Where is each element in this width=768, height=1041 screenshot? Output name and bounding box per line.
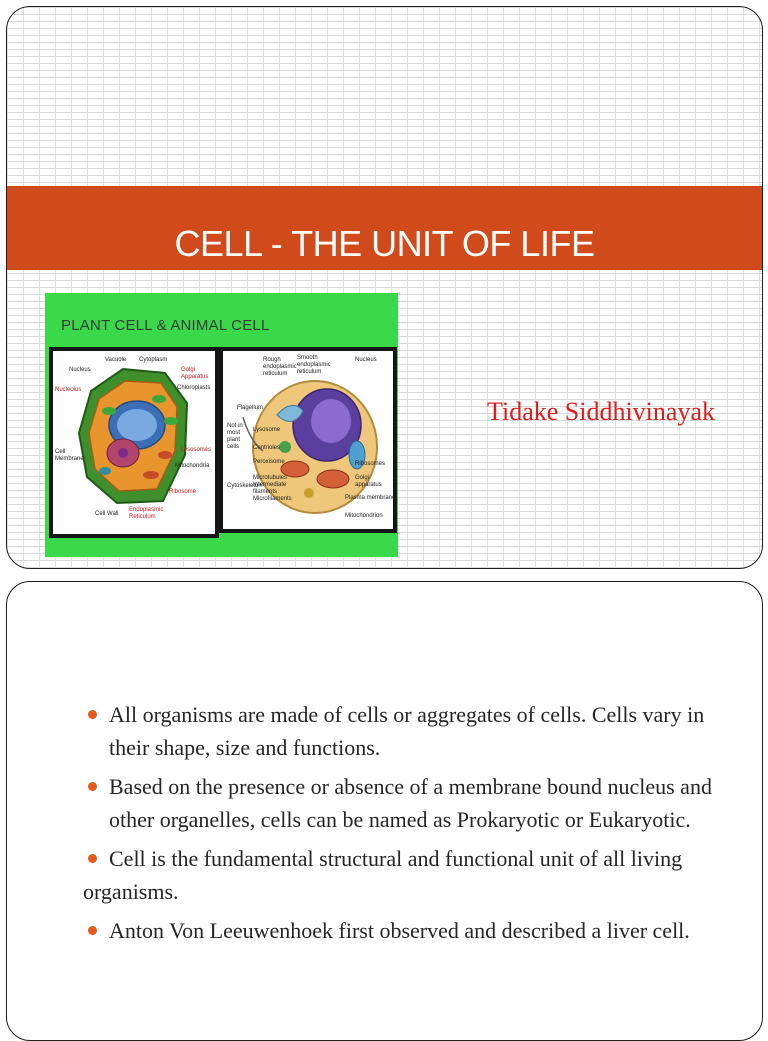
label-ribosome: Ribosome bbox=[169, 489, 197, 495]
label-filaments: Microtubules Intermediate filaments Micr… bbox=[253, 475, 292, 502]
label-centrioles: Centrioles bbox=[253, 445, 281, 451]
bullet-text: Based on the presence or absence of a me… bbox=[109, 774, 712, 832]
label-golgi: Golgi Apparatus bbox=[181, 367, 209, 380]
label-er: Endoplasmic Reticulum bbox=[129, 507, 164, 520]
bullet-text: All organisms are made of cells or aggre… bbox=[109, 702, 705, 760]
bullet-list: All organisms are made of cells or aggre… bbox=[83, 698, 743, 953]
label-not-in-plant: Not in most plant cells bbox=[227, 423, 243, 450]
plant-cell-illustration bbox=[77, 367, 189, 505]
bullet-text: Cell is the fundamental structural and f… bbox=[83, 846, 683, 904]
label-cytoskeleton: Cytoskeleton bbox=[227, 483, 262, 489]
bullet-dot-icon bbox=[88, 926, 97, 935]
content-slide: All organisms are made of cells or aggre… bbox=[6, 581, 763, 1041]
bullet-dot-icon bbox=[88, 854, 97, 863]
animal-cell-panel: Rough endoplasmic reticulum Smooth endop… bbox=[219, 347, 397, 533]
label-chloroplasts: Chloroplasts bbox=[177, 385, 211, 391]
animal-cell-illustration bbox=[242, 380, 378, 514]
label-plasma-membrane: Plasma membrane bbox=[345, 495, 396, 501]
label-nucleolus: Nucleolus bbox=[55, 387, 82, 393]
label-cell-wall: Cell Wall bbox=[95, 511, 119, 517]
label-lysosomes: Lysosomes bbox=[181, 447, 212, 453]
list-item: Anton Von Leeuwenhoek first observed and… bbox=[83, 914, 743, 947]
plant-cell-panel: Vacuole Cytoplasm Nucleus Nucleolus Golg… bbox=[49, 347, 219, 538]
bullet-text: Anton Von Leeuwenhoek first observed and… bbox=[109, 918, 690, 943]
label-smooth-er: Smooth endoplasmic reticulum bbox=[297, 355, 331, 375]
label-peroxisome: Peroxisome bbox=[253, 459, 285, 465]
label-cell-membrane: Cell Membrane bbox=[55, 449, 84, 462]
list-item: Cell is the fundamental structural and f… bbox=[83, 842, 743, 908]
label-nucleus: Nucleus bbox=[69, 367, 91, 373]
list-item: All organisms are made of cells or aggre… bbox=[83, 698, 743, 764]
label-mitochondria: Mitochondria bbox=[175, 463, 210, 469]
label-cytoplasm: Cytoplasm bbox=[139, 357, 168, 363]
label-ribosomes: Ribosomes bbox=[355, 461, 386, 467]
label-lysosome: Lysosome bbox=[253, 427, 281, 433]
author-name: Tidake Siddhivinayak bbox=[487, 397, 715, 426]
bullet-dot-icon bbox=[88, 782, 97, 791]
title-slide: CELL - THE UNIT OF LIFE PLANT CELL & ANI… bbox=[6, 6, 763, 569]
slide-title: CELL - THE UNIT OF LIFE bbox=[174, 223, 595, 264]
label-vacuole: Vacuole bbox=[105, 357, 127, 363]
label-rough-er: Rough endoplasmic reticulum bbox=[263, 357, 297, 377]
bullet-dot-icon bbox=[88, 710, 97, 719]
label-golgi-animal: Golgi apparatus bbox=[355, 475, 382, 488]
title-banner bbox=[7, 186, 762, 270]
list-item: Based on the presence or absence of a me… bbox=[83, 770, 743, 836]
figure-caption: PLANT CELL & ANIMAL CELL bbox=[61, 317, 270, 334]
label-nucleus-animal: Nucleus bbox=[355, 357, 377, 363]
cell-diagram-image: PLANT CELL & ANIMAL CELL Vacuole Cytopla… bbox=[45, 293, 398, 557]
label-mitochondrion: Mitochondrion bbox=[345, 513, 383, 519]
label-flagellum: Flagellum bbox=[237, 405, 264, 411]
